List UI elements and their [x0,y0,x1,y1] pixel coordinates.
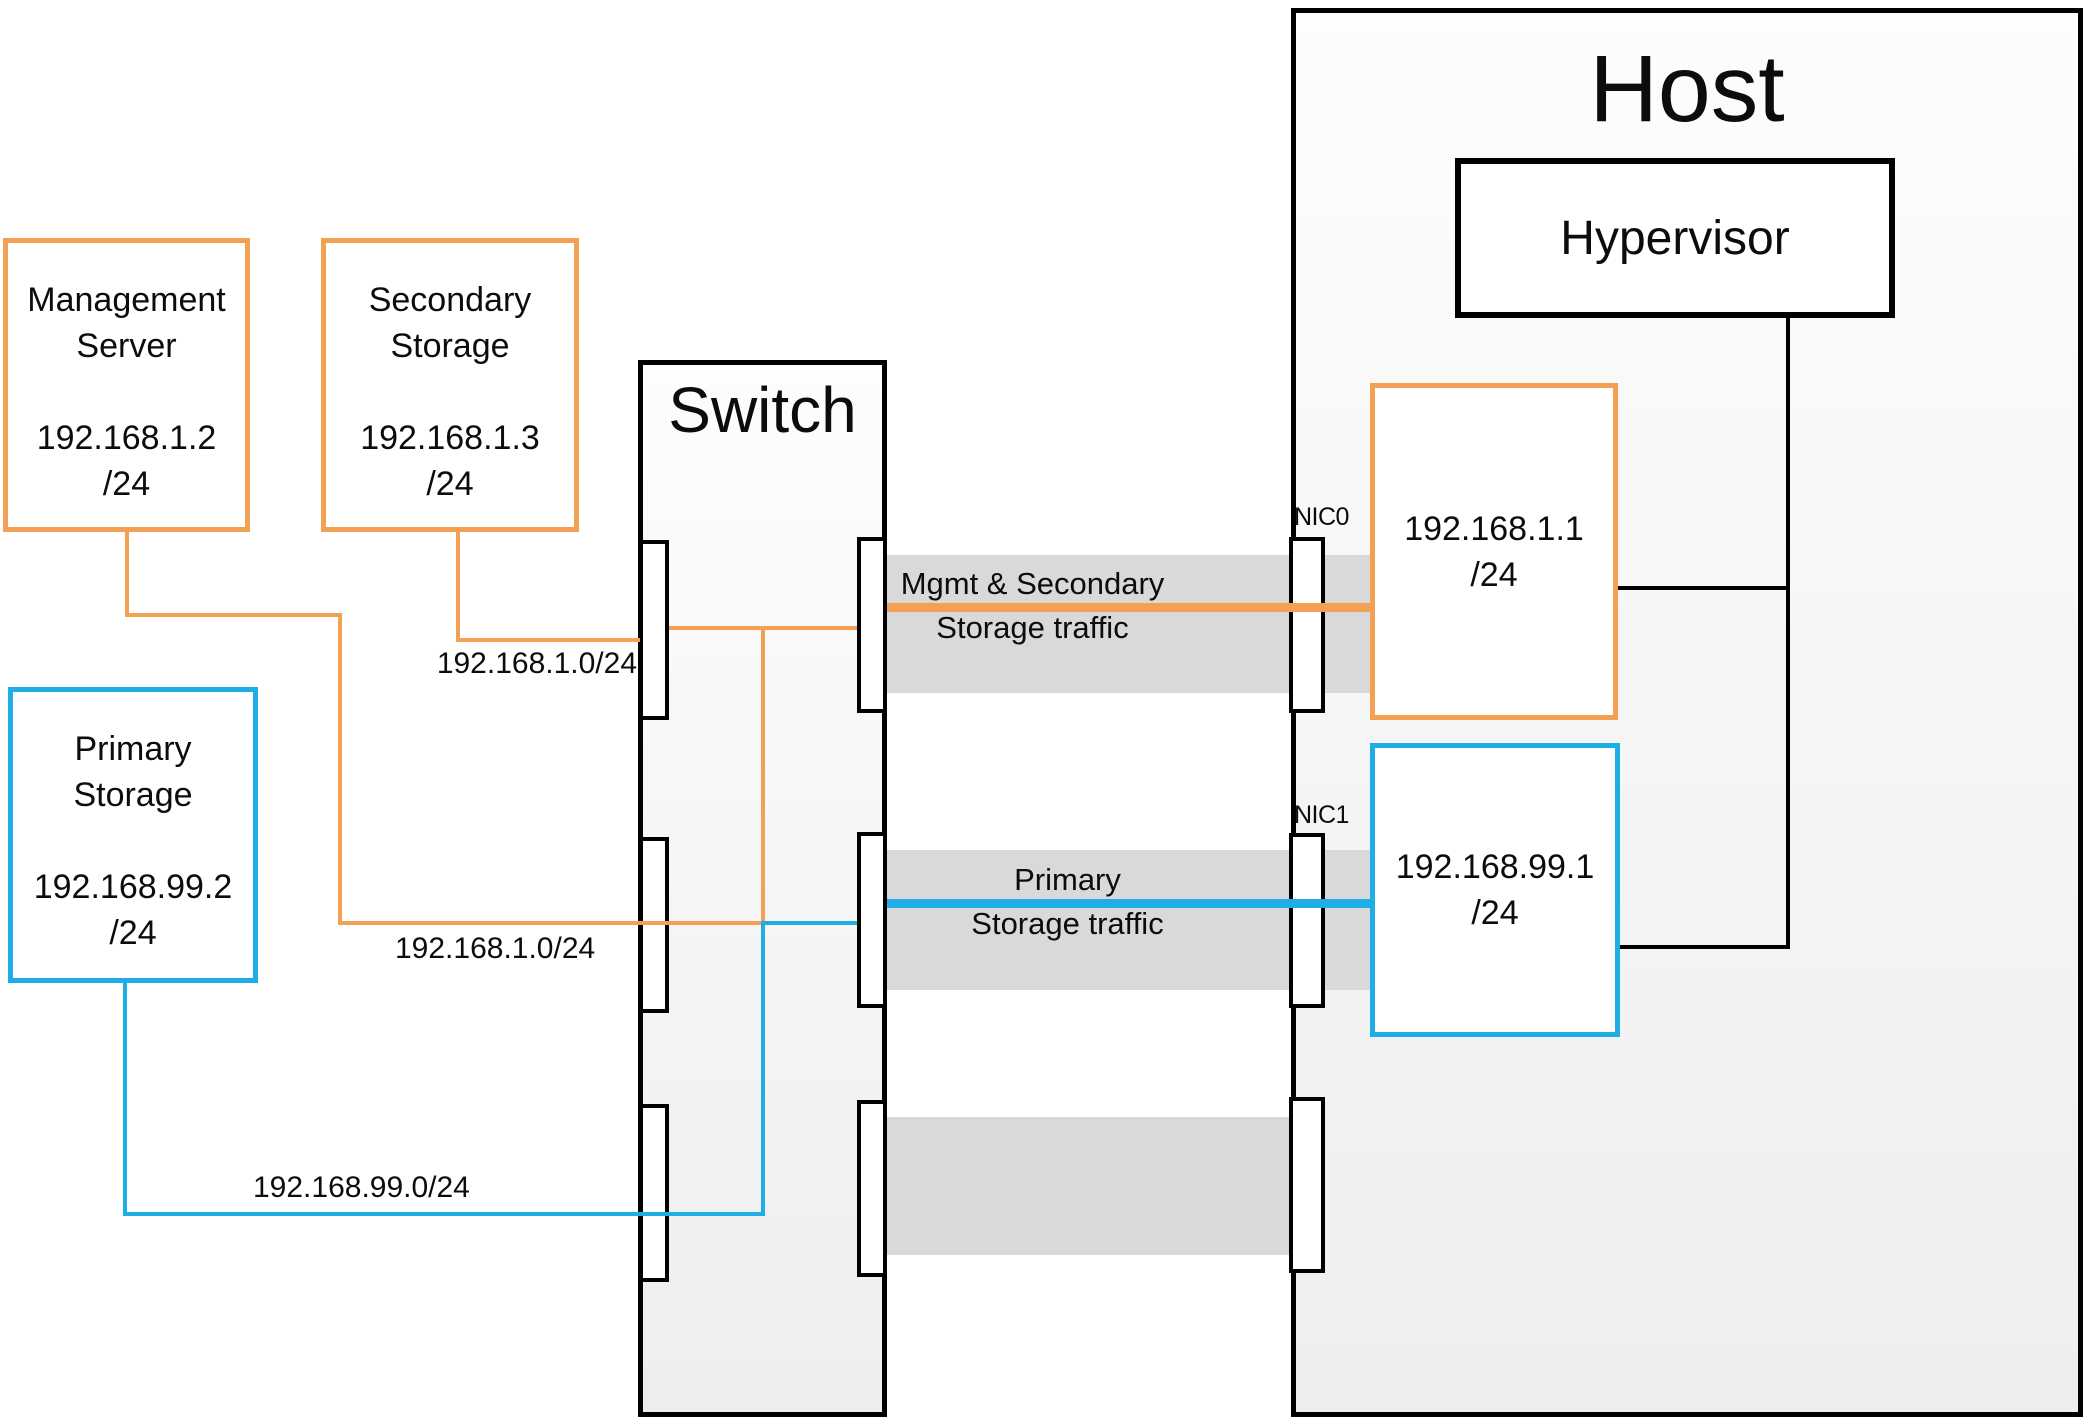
mgmt-traffic-label-line1: Mgmt & Secondary [900,566,1165,601]
hypervisor-box: Hypervisor [1455,158,1895,318]
switch-title: Switch [668,374,857,446]
switch-port-left-1 [639,540,669,720]
subnet-label-mgmt-b: 192.168.1.0/24 [395,932,596,965]
secondary-storage-name-line1: Secondary [368,281,532,319]
mgmt-link-h1 [125,613,342,617]
primary-storage-mask: /24 [109,914,157,952]
nic1-label: NIC1 [1294,801,1349,829]
hypervisor-drop-line [1786,318,1790,949]
primary-traffic-line [887,899,1370,908]
primary-traffic-label-line1: Primary [1014,862,1121,897]
primary-storage-box: Primary Storage 192.168.99.2 /24 [8,687,258,983]
management-server-name-line1: Management [27,281,226,319]
switch-port-right-2 [857,832,887,1008]
switch-port-right-1 [857,537,887,713]
nic0-mask: /24 [1470,555,1518,594]
switch-port-right-3 [857,1100,887,1277]
host-port-unused [1289,1097,1325,1273]
management-server-box: Management Server 192.168.1.2 /24 [3,238,250,532]
hypervisor-to-nic0-line [1618,586,1788,590]
hypervisor-to-nic1-line [1620,945,1788,949]
switch-port-left-2 [639,837,669,1013]
secondary-storage-name-line2: Storage [390,327,510,365]
mgmt-link-h2 [338,921,765,925]
primary-link-h [123,1212,765,1216]
secondary-storage-box: Secondary Storage 192.168.1.3 /24 [321,238,579,532]
switch-internal-blue-v [761,921,765,1216]
primary-link-v [123,983,127,1216]
secondary-storage-ip: 192.168.1.3 [360,419,540,457]
primary-storage-ip: 192.168.99.2 [33,868,233,906]
nic0-ip: 192.168.1.1 [1404,509,1584,548]
nic0-label: NIC0 [1294,503,1349,531]
nic1-ip-box: 192.168.99.1 /24 [1370,743,1620,1037]
nic0-ip-box: 192.168.1.1 /24 [1370,383,1618,720]
subnet-label-mgmt-a: 192.168.1.0/24 [436,647,637,680]
management-server-ip: 192.168.1.2 [36,419,217,457]
host-port-nic0 [1289,537,1325,713]
mgmt-traffic-label-line2: Storage traffic [936,610,1129,645]
management-server-mask: /24 [102,465,151,503]
switch-internal-blue-h [761,921,857,925]
mgmt-link-v2 [338,613,342,925]
unused-traffic-band [887,1117,1291,1255]
mgmt-link-v1 [125,532,129,617]
primary-storage-name-line2: Storage [73,776,193,814]
subnet-label-storage: 192.168.99.0/24 [253,1171,470,1204]
nic1-ip: 192.168.99.1 [1395,848,1595,886]
mgmt-traffic-line [887,603,1370,612]
secondary-storage-mask: /24 [426,465,474,503]
switch-internal-orange-v [761,626,765,925]
secondary-link-h [456,638,640,642]
host-port-nic1 [1289,833,1325,1008]
primary-storage-name-line1: Primary [74,730,192,768]
secondary-link-v [456,532,460,642]
primary-traffic-label-line2: Storage traffic [971,906,1164,941]
nic1-mask: /24 [1471,894,1519,932]
hypervisor-title: Hypervisor [1560,211,1790,265]
host-title: Host [1589,36,1785,142]
switch-port-left-3 [639,1104,669,1282]
management-server-name-line2: Server [76,327,177,365]
